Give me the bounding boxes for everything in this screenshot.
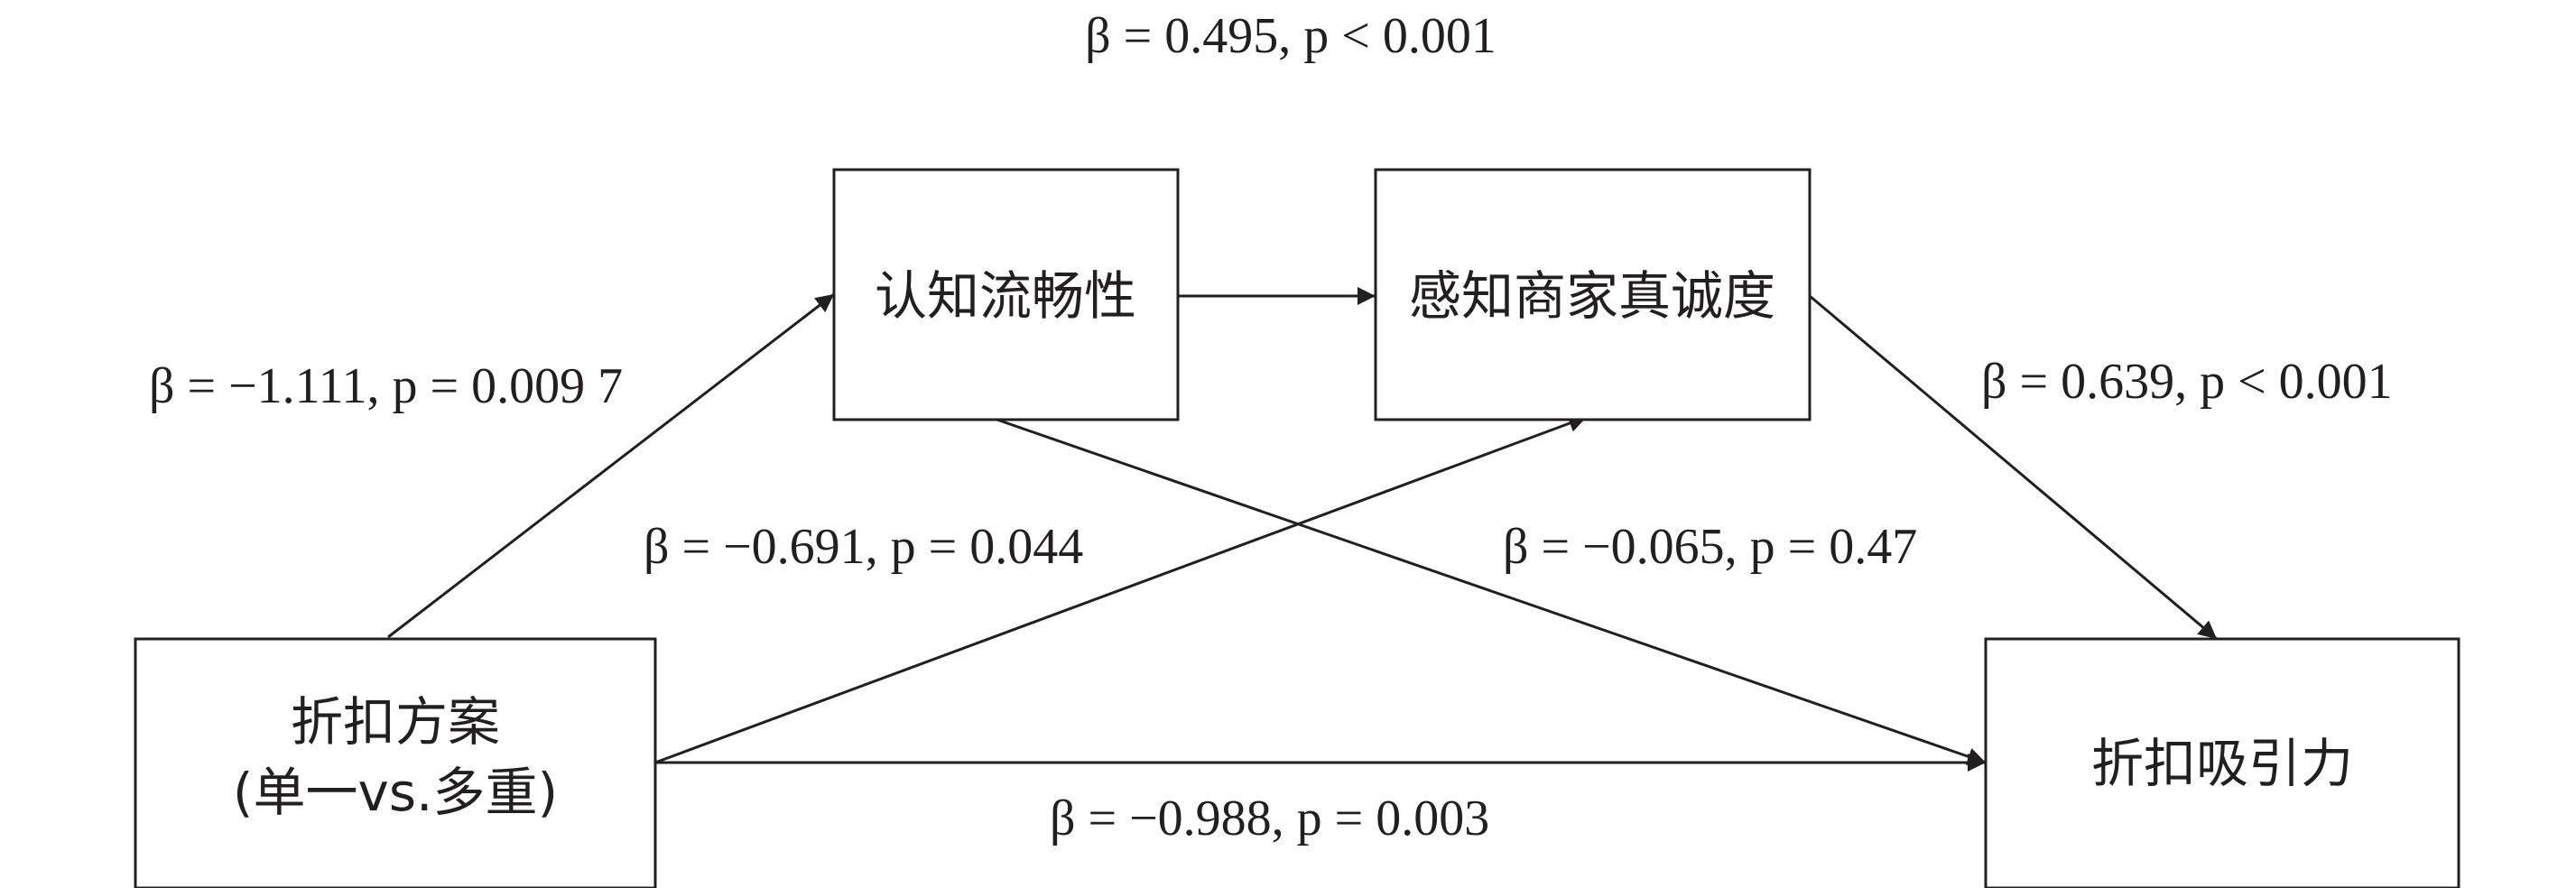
node-perceived-sincerity: 感知商家真诚度 (1374, 168, 1812, 421)
path-label-sincerity-to-attractiveness: β = 0.639, p < 0.001 (1981, 354, 2393, 410)
arrow-scheme-to-sincerity (654, 414, 1588, 764)
path-label-top-total: β = 0.495, p < 0.001 (1085, 8, 1496, 64)
node-cognitive-fluency: 认知流畅性 (832, 168, 1180, 421)
node-discount-scheme-sublabel: (单一vs.多重) (233, 762, 558, 823)
arrow-fluency-to-attractiveness (988, 415, 1987, 765)
arrow-scheme-to-fluency (387, 292, 835, 639)
arrow-sincerity-to-attractiveness (1809, 294, 2218, 641)
node-discount-scheme: 折扣方案 (单一vs.多重) (134, 637, 657, 888)
path-label-scheme-to-fluency: β = −1.111, p = 0.009 7 (149, 358, 623, 414)
node-discount-scheme-label: 折扣方案 (291, 691, 500, 753)
node-perceived-sincerity-label: 感知商家真诚度 (1409, 265, 1775, 327)
node-discount-attractiveness: 折扣吸引力 (1984, 637, 2460, 888)
path-label-scheme-to-attractiveness: β = −0.988, p = 0.003 (1050, 791, 1489, 846)
path-label-scheme-to-sincerity: β = −0.691, p = 0.044 (644, 519, 1083, 575)
node-discount-attractiveness-label: 折扣吸引力 (2091, 733, 2353, 794)
node-cognitive-fluency-label: 认知流畅性 (875, 265, 1136, 327)
path-label-fluency-to-attractiveness: β = −0.065, p = 0.47 (1503, 519, 1917, 575)
